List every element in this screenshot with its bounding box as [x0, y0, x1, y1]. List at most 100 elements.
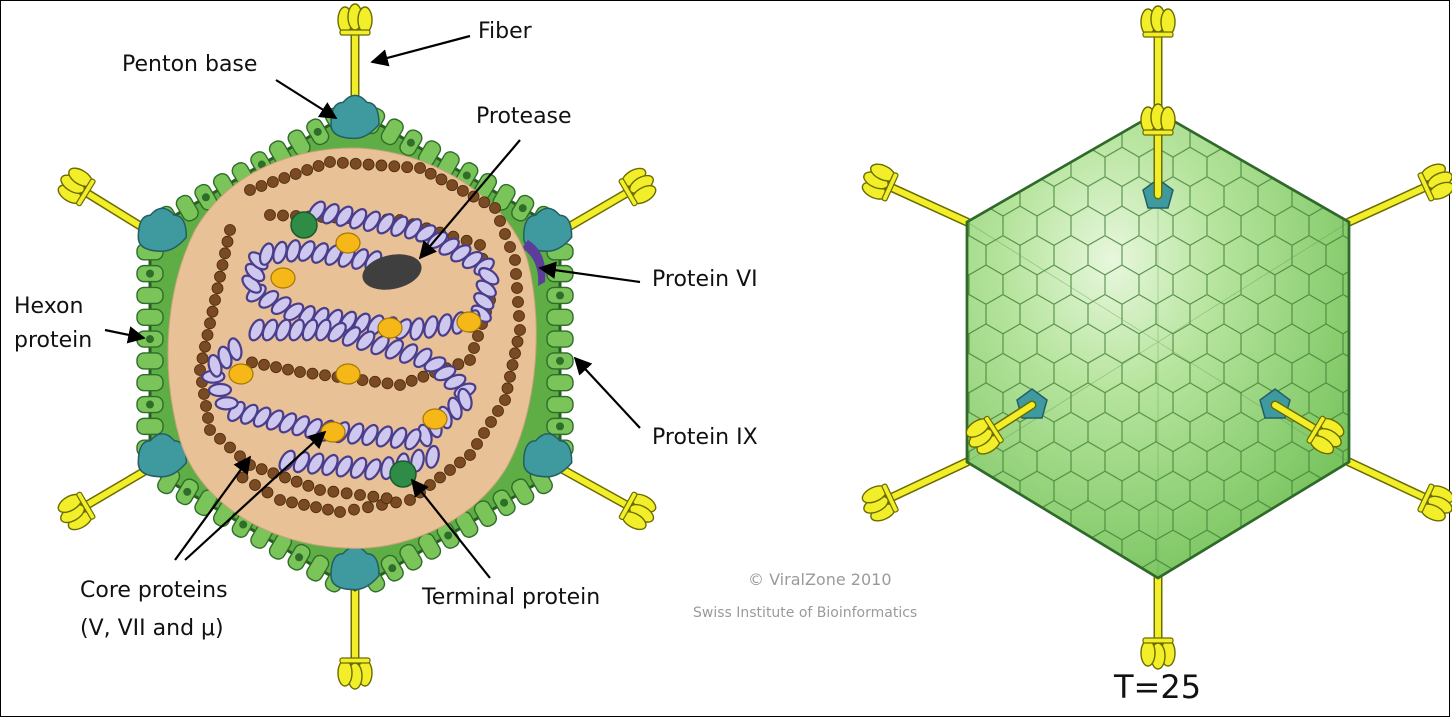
protein-ix-dot — [202, 193, 210, 201]
core-protein-bead — [275, 495, 286, 506]
core-protein-bead — [235, 451, 246, 462]
core-protein-bead — [389, 161, 400, 172]
hexon-unit — [547, 331, 573, 347]
protein-ix-dot — [295, 553, 303, 561]
core-protein-bead — [207, 306, 218, 317]
protein-ix-dot — [314, 128, 322, 136]
core-protein-bead — [514, 311, 525, 322]
core-protein-bead — [210, 295, 221, 306]
core-protein-bead — [472, 439, 483, 450]
core-protein-bead — [436, 174, 447, 185]
core-protein-bead — [418, 371, 429, 382]
core-protein-bead — [225, 225, 236, 236]
core-protein-bead — [200, 341, 211, 352]
core-protein-bead — [215, 433, 226, 444]
core-protein-bead — [355, 490, 366, 501]
core-protein-bead — [381, 493, 392, 504]
core-protein-bead — [222, 236, 233, 247]
core — [168, 148, 536, 548]
core-protein-bead — [291, 476, 302, 487]
external-fiber-3 — [1349, 462, 1452, 526]
core-protein-bead — [500, 395, 511, 406]
core-protein-bead — [328, 486, 339, 497]
core-protein-bead — [323, 504, 334, 515]
hexon-unit — [137, 287, 163, 303]
core-protein-v — [271, 268, 295, 288]
core-protein-bead — [203, 413, 214, 424]
hexon-unit — [137, 418, 163, 434]
core-protein-bead — [505, 371, 516, 382]
fiber-3-knob — [618, 490, 662, 535]
core-protein-bead — [250, 480, 261, 491]
front-fiber-top-knob — [1141, 104, 1175, 135]
core-protein-bead — [405, 495, 416, 506]
external-fiber-6 — [857, 160, 967, 222]
core-protein-bead — [325, 157, 336, 168]
label-hexon-line2: protein — [14, 328, 92, 354]
hexon-unit — [547, 309, 573, 325]
core-protein-bead — [259, 359, 270, 370]
core-protein-bead — [197, 353, 208, 364]
core-protein-bead — [457, 185, 468, 196]
hexon-unit — [137, 309, 163, 325]
external-fiber-2-knob — [1417, 160, 1452, 204]
external-fiber-1-knob — [1141, 6, 1175, 37]
core-protein-bead — [295, 367, 306, 378]
core-protein-bead — [465, 355, 476, 366]
core-protein-bead — [225, 442, 236, 453]
core-protein-bead — [245, 185, 256, 196]
protein-ix-dot — [388, 564, 396, 572]
core-protein-bead — [445, 465, 456, 476]
core-protein-v — [336, 364, 360, 384]
fiber-6-knob — [53, 163, 97, 208]
hexon-unit — [547, 266, 573, 282]
protein-ix-dot — [146, 401, 154, 409]
core-protein-bead — [515, 325, 526, 336]
core-protein-bead — [447, 180, 458, 191]
core-protein-bead — [382, 378, 393, 389]
core-protein-bead — [267, 177, 278, 188]
dna-turn — [216, 397, 238, 410]
core-protein-bead — [299, 499, 310, 510]
fiber-6 — [53, 163, 150, 232]
fiber-1-knob — [338, 4, 372, 35]
credit-line1: © ViralZone 2010 — [748, 570, 892, 589]
core-protein-bead — [512, 283, 523, 294]
protein-ix-dot — [463, 171, 471, 179]
core-protein-bead — [363, 159, 374, 170]
hexon-unit — [137, 353, 163, 369]
core-protein-bead — [395, 380, 406, 391]
protein-ix-dot — [556, 357, 564, 365]
core-protein-bead — [201, 401, 212, 412]
fiber-2 — [560, 163, 661, 232]
core-protein-bead — [335, 507, 346, 518]
core-protein-bead — [512, 336, 523, 347]
core-protein-bead — [425, 168, 436, 179]
label-penton-base: Penton base — [122, 52, 257, 78]
core-protein-bead — [376, 160, 387, 171]
core-protein-bead — [303, 480, 314, 491]
core-protein-bead — [220, 248, 231, 259]
core-protein-bead — [311, 502, 322, 513]
core-protein-bead — [465, 450, 476, 461]
core-protein-bead — [469, 343, 480, 354]
core-protein-bead — [502, 383, 513, 394]
core-protein-bead — [349, 504, 360, 515]
external-fiber-3-knob — [1416, 482, 1452, 526]
core-protein-bead — [500, 229, 511, 240]
core-protein-bead — [455, 457, 466, 468]
core-protein-bead — [475, 240, 486, 251]
external-fiber-1 — [1141, 6, 1175, 112]
fiber-2-knob — [617, 163, 661, 208]
external-fiber-2 — [1349, 160, 1452, 222]
core-protein-bead — [212, 283, 223, 294]
core-protein-bead — [406, 375, 417, 386]
core-protein-bead — [205, 425, 216, 436]
label-terminal-protein: Terminal protein — [422, 585, 600, 611]
core-protein-bead — [511, 269, 522, 280]
core-protein-bead — [473, 331, 484, 342]
fiber-5 — [53, 468, 150, 535]
core-protein-bead — [435, 472, 446, 483]
protein-ix-dot — [146, 270, 154, 278]
core-protein-bead — [479, 197, 490, 208]
